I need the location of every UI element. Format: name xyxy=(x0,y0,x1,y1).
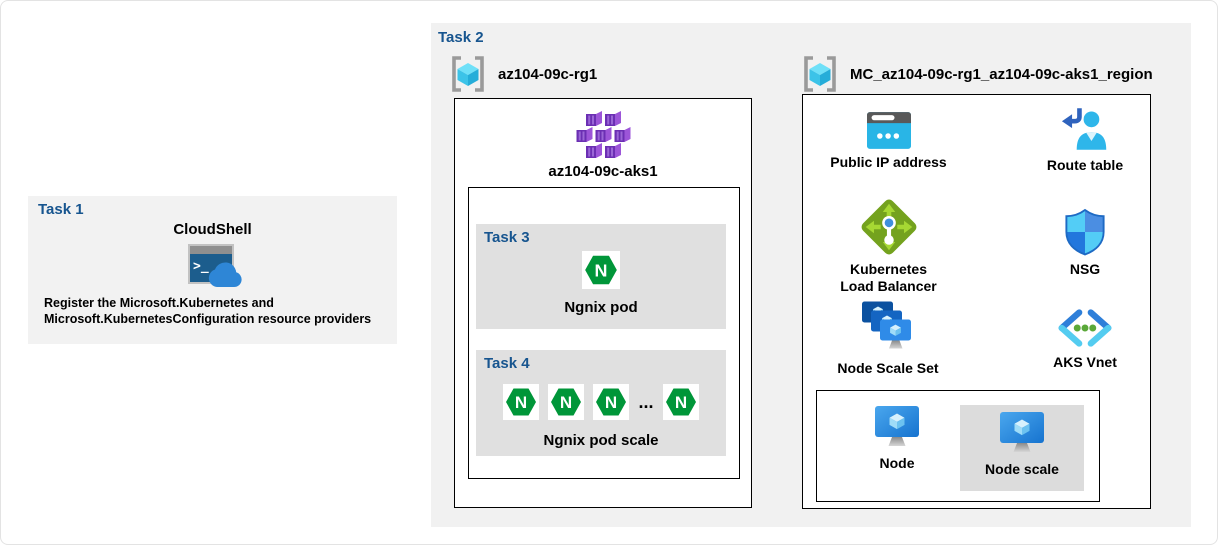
public-ip-item: Public IP address xyxy=(826,112,951,171)
route-table-icon xyxy=(1061,108,1107,150)
node-scale-set-label: Node Scale Set xyxy=(837,360,939,376)
cloudshell-icon: >_ xyxy=(188,244,242,288)
node-scale-label: Node scale xyxy=(985,461,1059,477)
node-scale-set-icon xyxy=(862,301,911,349)
node-item: Node xyxy=(852,406,942,472)
k8s-lb-label: Kubernetes Load Balancer xyxy=(840,261,936,295)
task1-label: Task 1 xyxy=(38,201,84,218)
rg1-name: az104-09c-rg1 xyxy=(498,65,598,83)
task4-label: Task 4 xyxy=(484,355,530,372)
nginx-scale-row: ... xyxy=(476,384,726,420)
k8s-lb-item: Kubernetes Load Balancer xyxy=(826,198,951,295)
cloudshell-prompt: >_ xyxy=(193,259,209,274)
nginx-icon xyxy=(582,251,620,289)
aks-cluster-icon xyxy=(576,111,631,158)
rg1-group-header: az104-09c-rg1 xyxy=(448,54,597,94)
task1-panel: Task 1 CloudShell >_ Register the Micros… xyxy=(28,196,397,344)
k8s-lb-label-line1: Kubernetes xyxy=(849,261,927,277)
task2-label: Task 2 xyxy=(438,29,484,46)
mc-name: MC_az104-09c-rg1_az104-09c-aks1_region xyxy=(850,65,1153,83)
mc-box: Public IP address Route table xyxy=(802,94,1151,509)
task3-panel: Task 3 Ngnix pod xyxy=(476,224,726,329)
nsg-item: NSG xyxy=(1025,208,1145,278)
k8s-lb-label-line2: Load Balancer xyxy=(840,278,937,294)
aks-vnet-icon xyxy=(1058,309,1112,347)
task4-caption: Ngnix pod scale xyxy=(543,432,659,449)
public-ip-label: Public IP address xyxy=(830,154,947,170)
node-scale-set-item: Node Scale Set xyxy=(818,300,958,377)
task2-panel: Task 2 az104-09c-rg1 xyxy=(431,23,1191,527)
node-scale-panel: Node scale xyxy=(960,405,1084,491)
ellipsis: ... xyxy=(638,392,654,412)
cloudshell-title: CloudShell xyxy=(173,221,252,238)
task3-caption: Ngnix pod xyxy=(564,299,638,316)
task4-panel: Task 4 ... Ngnix pod scale xyxy=(476,350,726,456)
node-scale-item: Node scale xyxy=(977,412,1067,478)
node-icon xyxy=(874,406,920,450)
node-label: Node xyxy=(879,455,915,471)
task3-label: Task 3 xyxy=(484,229,530,246)
nginx-icon xyxy=(503,384,539,420)
resource-group-icon xyxy=(800,54,840,94)
aks-vnet-label: AKS Vnet xyxy=(1053,354,1117,370)
rg1-box: az104-09c-aks1 Task 3 Ngnix pod Task 4 xyxy=(454,98,752,508)
nsg-label: NSG xyxy=(1069,261,1101,277)
node-icon xyxy=(999,412,1045,456)
nsg-icon xyxy=(1065,208,1105,256)
aks-name: az104-09c-aks1 xyxy=(548,163,658,180)
nginx-icon xyxy=(593,384,629,420)
nginx-icon xyxy=(663,384,699,420)
node-box: Node Node scale xyxy=(816,390,1100,502)
task1-description: Register the Microsoft.Kubernetes and Mi… xyxy=(44,295,371,327)
aks-vnet-item: AKS Vnet xyxy=(1025,307,1145,371)
nginx-icon xyxy=(548,384,584,420)
kubernetes-load-balancer-icon xyxy=(861,199,916,255)
task1-description-line2: Microsoft.KubernetesConfiguration resour… xyxy=(44,312,372,326)
mc-group-header: MC_az104-09c-rg1_az104-09c-aks1_region xyxy=(800,54,1153,94)
task1-description-line1: Register the Microsoft.Kubernetes and xyxy=(44,296,274,310)
route-table-item: Route table xyxy=(1025,107,1145,174)
aks-box: Task 3 Ngnix pod Task 4 ... Ngnix pod sc… xyxy=(468,187,740,479)
route-table-label: Route table xyxy=(1046,157,1124,173)
resource-group-icon xyxy=(448,54,488,94)
public-ip-icon xyxy=(866,112,911,149)
